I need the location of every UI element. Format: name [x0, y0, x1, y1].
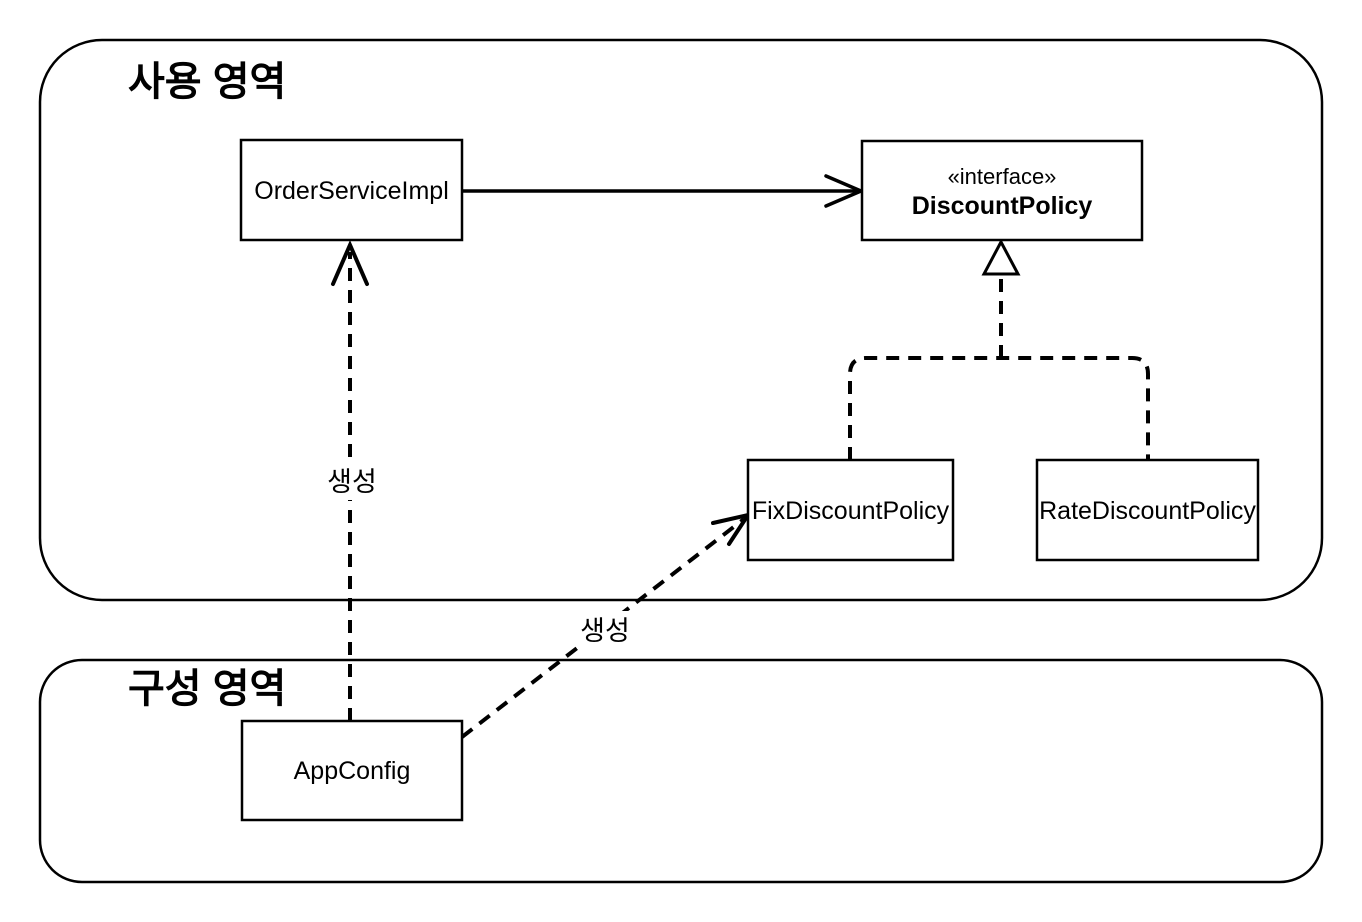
node-order-service-impl-box	[239, 138, 464, 242]
node-app-config-box	[240, 719, 464, 822]
node-discount-policy: «interface» DiscountPolicy	[860, 139, 1144, 242]
node-discount-policy-box	[860, 139, 1144, 242]
edge-create-fix-discount-label: 생성	[580, 616, 630, 646]
node-fix-discount-policy-box	[746, 458, 955, 562]
edge-create-order-service-arrowhead	[331, 239, 369, 286]
usage-area-region	[38, 38, 1324, 602]
edge-implements-branches	[848, 356, 1150, 460]
node-order-service-impl: OrderServiceImpl	[239, 138, 464, 242]
node-fix-discount-policy: FixDiscountPolicy	[746, 458, 955, 562]
edge-label-bg	[577, 611, 633, 649]
node-app-config: AppConfig	[240, 719, 464, 822]
usage-area-title: 사용 영역	[128, 60, 286, 104]
node-order-service-impl-label: OrderServiceImpl	[254, 177, 449, 205]
node-discount-policy-label: DiscountPolicy	[912, 192, 1093, 220]
config-area-title: 구성 영역	[128, 667, 286, 711]
edge-create-order-service-label: 생성	[327, 467, 377, 497]
node-rate-discount-policy-box	[1035, 458, 1260, 562]
implements-triangle-arrowhead	[981, 238, 1021, 276]
config-area-region	[38, 658, 1324, 884]
node-app-config-label: AppConfig	[294, 757, 411, 785]
node-fix-discount-policy-label: FixDiscountPolicy	[752, 497, 950, 525]
node-discount-policy-stereotype: «interface»	[948, 164, 1057, 189]
node-rate-discount-policy-label: RateDiscountPolicy	[1039, 497, 1256, 525]
node-rate-discount-policy: RateDiscountPolicy	[1035, 458, 1260, 562]
edge-label-bg	[324, 462, 380, 500]
